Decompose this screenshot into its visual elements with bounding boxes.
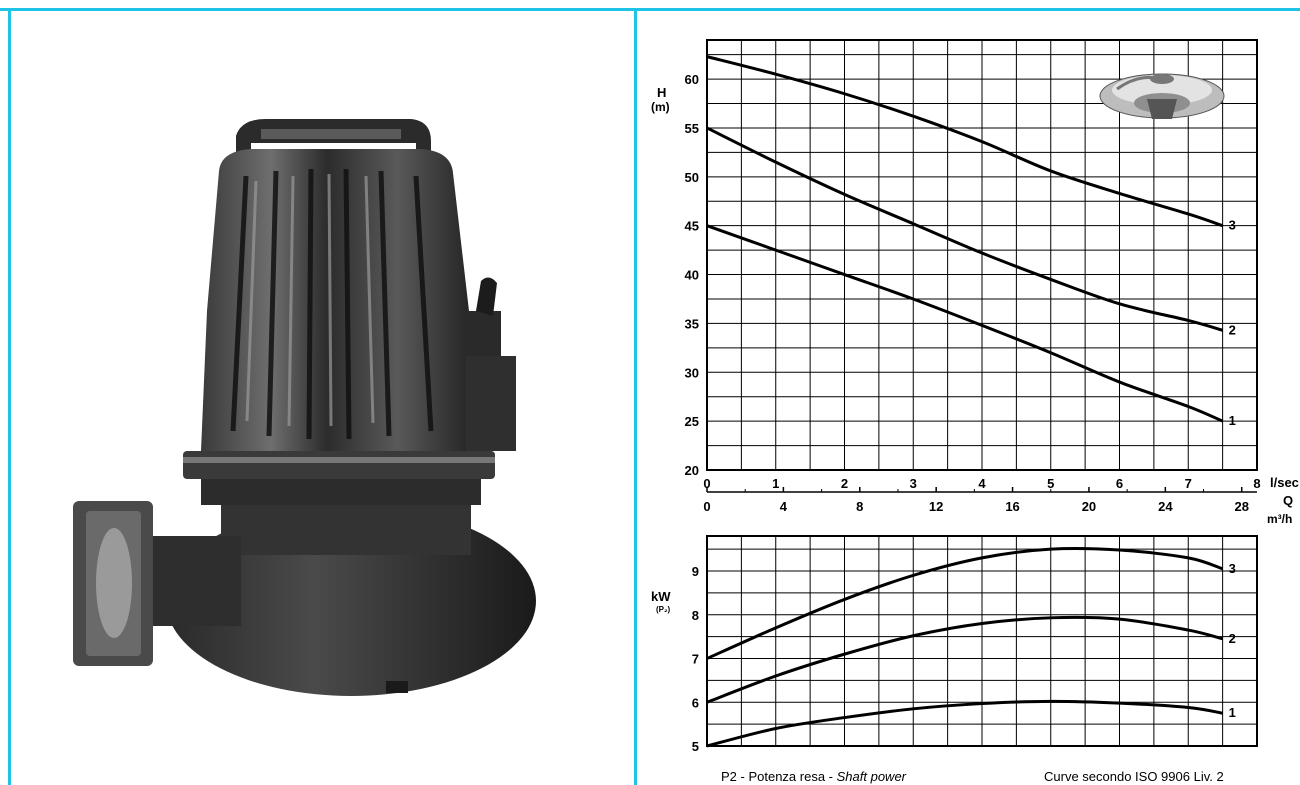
impeller-photo <box>1099 73 1225 119</box>
x-tick-label: 8 <box>1253 476 1260 491</box>
y-tick-label: 30 <box>685 365 699 380</box>
x-tick-label: 4 <box>978 476 986 491</box>
y-tick-label: 6 <box>692 695 699 710</box>
footer-shaft-power: P2 - Potenza resa - Shaft power <box>721 769 907 784</box>
power-chart-grid <box>707 536 1257 746</box>
footer-shaft-power-prefix: P2 - Potenza resa - <box>721 769 837 784</box>
x2-tick-label: 8 <box>856 499 863 514</box>
curve-3 <box>706 546 1224 660</box>
frame-left-border <box>8 8 11 785</box>
curve-2 <box>706 615 1224 704</box>
x2-tick-label: 12 <box>929 499 943 514</box>
x2-tick-label: 24 <box>1158 499 1173 514</box>
footer-iso-note: Curve secondo ISO 9906 Liv. 2 <box>1044 769 1224 784</box>
power-y-ticks: 5 6 7 8 9 <box>692 564 699 754</box>
x2-tick-label: 4 <box>780 499 788 514</box>
x-tick-label: 5 <box>1047 476 1054 491</box>
x-tick-label: 6 <box>1116 476 1123 491</box>
x2-tick-label: 20 <box>1082 499 1096 514</box>
y-tick-label: 40 <box>685 268 699 283</box>
power-axis-label: kW <box>651 589 671 604</box>
head-axis-unit: (m) <box>651 100 670 114</box>
footer-shaft-power-italic: Shaft power <box>837 769 907 784</box>
frame-divider <box>634 8 637 785</box>
power-axis-unit: (P₂) <box>656 605 671 614</box>
head-chart-grid <box>707 40 1257 470</box>
y-tick-label: 25 <box>685 414 699 429</box>
x-tick-label: 7 <box>1185 476 1192 491</box>
flow-m3h-ticks: 0 4 8 12 16 20 24 28 <box>703 487 1249 514</box>
y-tick-label: 7 <box>692 652 699 667</box>
frame-top-border <box>0 8 1300 11</box>
y-tick-label: 35 <box>685 316 699 331</box>
y-tick-label: 9 <box>692 564 699 579</box>
submersible-pump-photo <box>73 119 536 696</box>
flow-m3h-label: m³/h <box>1267 512 1292 526</box>
y-tick-label: 50 <box>685 170 699 185</box>
y-tick-label: 55 <box>685 121 699 136</box>
curve-label-1: 1 <box>1229 705 1236 720</box>
curve-label-2: 2 <box>1229 322 1236 337</box>
y-tick-label: 45 <box>685 219 699 234</box>
x-tick-label: 1 <box>772 476 779 491</box>
flow-q-label: Q <box>1283 493 1293 508</box>
head-axis-label: H <box>657 85 666 100</box>
x-tick-label: 2 <box>841 476 848 491</box>
curve-3 <box>706 55 1224 228</box>
curve-1 <box>706 224 1224 423</box>
flow-lsec-ticks: 0 1 2 3 4 5 6 7 8 <box>703 476 1260 491</box>
power-chart-frame <box>706 535 1258 747</box>
x-tick-label: 3 <box>910 476 917 491</box>
curve-label-3: 3 <box>1229 218 1236 233</box>
flow-lsec-label: l/sec <box>1270 475 1299 490</box>
head-curves: 1 2 3 <box>706 55 1236 428</box>
x2-tick-label: 16 <box>1005 499 1019 514</box>
head-chart-frame <box>706 39 1258 471</box>
head-y-ticks: 20 25 30 35 40 45 50 55 60 <box>685 72 699 478</box>
y-tick-label: 5 <box>692 739 699 754</box>
curve-2 <box>706 126 1224 332</box>
curve-label-2: 2 <box>1229 631 1236 646</box>
curve-label-3: 3 <box>1229 561 1236 576</box>
y-tick-label: 60 <box>685 72 699 87</box>
power-chart: 1 2 3 5 6 7 8 9 kW (P₂) <box>651 535 1258 754</box>
power-curves: 1 2 3 <box>706 546 1236 748</box>
y-tick-label: 20 <box>685 463 699 478</box>
x-tick-label: 0 <box>703 476 710 491</box>
x2-tick-label: 0 <box>703 499 710 514</box>
x2-tick-label: 28 <box>1234 499 1248 514</box>
curve-1 <box>706 699 1223 748</box>
y-tick-label: 8 <box>692 608 699 623</box>
curve-label-1: 1 <box>1229 413 1236 428</box>
